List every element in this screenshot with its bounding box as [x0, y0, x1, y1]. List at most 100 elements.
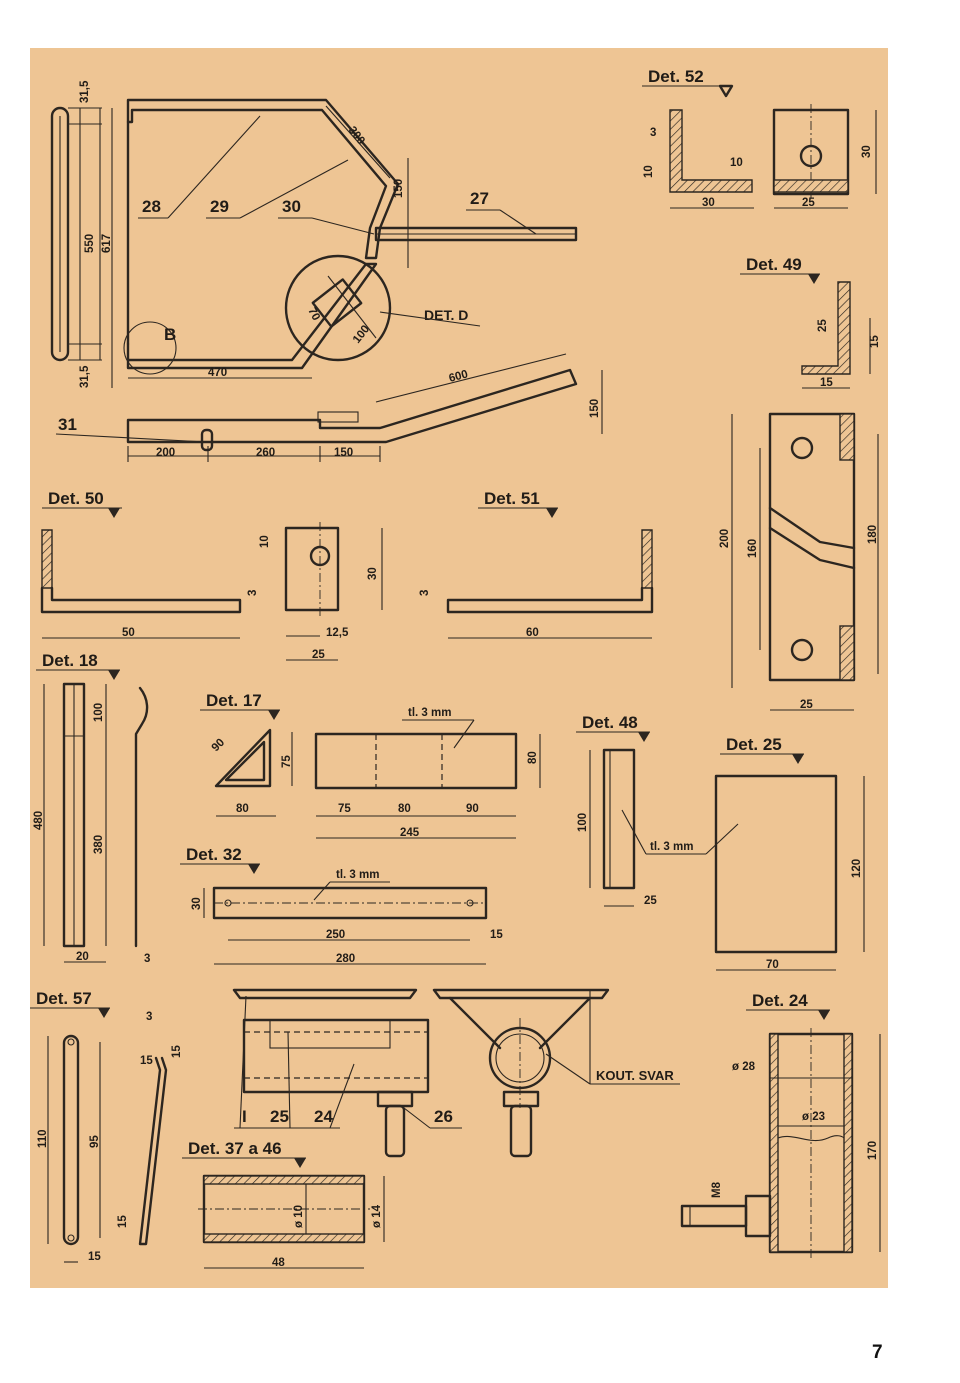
det-37-dim-48: 48 [272, 1257, 285, 1269]
det-32: Det. 32 tl. 3 mm 30 250 15 280 [180, 845, 503, 965]
det-52-dim-10b: 10 [730, 157, 743, 169]
det-52-dim-3: 3 [650, 127, 656, 139]
det-25-dim-70: 70 [766, 959, 779, 971]
det-32-dim-280: 280 [336, 953, 355, 965]
det-57-dim-15c: 15 [117, 1215, 129, 1228]
det-37-a-46: Det. 37 a 46 ø 10 ø 14 48 [182, 1139, 385, 1269]
det-32-dim-15: 15 [490, 929, 503, 941]
part-label-26: 26 [434, 1107, 453, 1126]
det-18-dim-100: 100 [93, 703, 105, 722]
det-37-a-46-title: Det. 37 a 46 [188, 1139, 282, 1158]
det-17-dim-80b: 80 [398, 803, 411, 815]
det-24-dim-28: ø 28 [732, 1061, 756, 1073]
drawing-sheet: 31,5 550 617 31,5 470 300 150 70 100 28 … [30, 48, 888, 1288]
dim-600: 600 [448, 368, 470, 385]
dim-150-rise: 150 [589, 399, 601, 418]
frame-assembly: 31,5 550 617 31,5 470 300 150 70 100 28 … [50, 80, 603, 462]
det-57-dim-15a: 15 [140, 1055, 153, 1067]
det-49-dim-25a: 25 [817, 319, 829, 332]
dim-100: 100 [351, 323, 372, 346]
dim-150-bar: 150 [334, 447, 353, 459]
dim-260: 260 [256, 447, 275, 459]
det-17-dim-80: 80 [236, 803, 249, 815]
detail-d-label: DET. D [424, 307, 468, 323]
detail-d-circle [284, 254, 392, 362]
det-48-title: Det. 48 [582, 713, 638, 732]
kout-svar-label: KOUT. SVAR [596, 1068, 674, 1083]
technical-drawing: 31,5 550 617 31,5 470 300 150 70 100 28 … [30, 67, 881, 1269]
det-24-dim-23: ø 23 [802, 1111, 825, 1123]
dim-200-bar: 200 [156, 447, 175, 459]
det-50-dim-30: 30 [367, 567, 379, 580]
det-50-dim-3: 3 [247, 590, 259, 596]
det-18-dim-3: 3 [144, 953, 150, 965]
det-57-dim-95: 95 [89, 1135, 101, 1148]
det-51-dim-3: 3 [419, 590, 431, 596]
det-49: Det. 49 15 25 15 200 160 180 25 [719, 255, 881, 711]
dim-550: 550 [84, 234, 96, 253]
det-17-title: Det. 17 [206, 691, 262, 710]
det-48: Det. 48 100 25 tl. 3 mm [576, 713, 739, 907]
dim-31-5-top: 31,5 [79, 80, 91, 103]
det-17-dim-80c: 80 [527, 751, 539, 764]
det-49-dim-200: 200 [719, 529, 731, 548]
det-32-dim-30: 30 [191, 897, 203, 910]
det-32-thickness: tl. 3 mm [336, 869, 379, 881]
det-32-dim-250: 250 [326, 929, 345, 941]
part-label-28: 28 [142, 197, 161, 216]
det-24-dim-170: 170 [867, 1141, 879, 1160]
dim-470: 470 [208, 367, 227, 379]
det-49-dim-15b: 15 [869, 335, 881, 348]
det-49-dim-25b: 25 [800, 699, 813, 711]
det-52: Det. 52 30 3 10 10 25 30 [642, 67, 877, 209]
det-17-dim-75: 75 [281, 755, 293, 768]
det-51-title: Det. 51 [484, 489, 540, 508]
dim-150-frame: 150 [393, 179, 405, 198]
det-24-title: Det. 24 [752, 991, 808, 1010]
dim-31-5-bottom: 31,5 [79, 365, 91, 388]
det-52-dim-30b: 30 [861, 145, 873, 158]
part-label-I: I [242, 1107, 247, 1126]
det-17-dim-90b: 90 [466, 803, 479, 815]
det-17: Det. 17 90 75 80 tl. 3 mm 80 75 80 90 24… [200, 691, 541, 839]
part-label-29: 29 [210, 197, 229, 216]
frame-side-bar [50, 106, 70, 362]
det-18: Det. 18 480 100 380 20 3 [33, 651, 150, 965]
det-49-dim-180: 180 [867, 525, 879, 544]
part-label-b: B [164, 325, 176, 344]
det-50-dim-25: 25 [312, 649, 325, 661]
det-52-title: Det. 52 [648, 67, 704, 86]
det-17-dim-75b: 75 [338, 803, 351, 815]
det-50-dim-50: 50 [122, 627, 135, 639]
frame-top-view [126, 98, 400, 260]
det-52-dim-30a: 30 [702, 197, 715, 209]
det-48-thickness: tl. 3 mm [650, 841, 693, 853]
det-49-title: Det. 49 [746, 255, 802, 274]
det-17-thickness: tl. 3 mm [408, 707, 451, 719]
dim-617: 617 [101, 234, 113, 253]
det-49-dim-160: 160 [747, 539, 759, 558]
dim-70: 70 [305, 306, 322, 323]
det-51: Det. 51 60 3 [419, 489, 654, 639]
det-48-dim-25: 25 [644, 895, 657, 907]
part-label-27: 27 [470, 189, 489, 208]
det-50-title: Det. 50 [48, 489, 104, 508]
det-57-dim-110: 110 [37, 1129, 49, 1148]
det-51-dim-60: 60 [526, 627, 539, 639]
frame-lower-bar [126, 368, 578, 444]
det-57-dim-15b: 15 [171, 1045, 183, 1058]
det-50-dim-10: 10 [259, 535, 271, 548]
det-48-dim-100: 100 [577, 813, 589, 832]
det-57: Det. 57 110 95 15 3 15 15 15 [30, 989, 183, 1263]
det-17-dim-90: 90 [210, 737, 228, 755]
clamp-assembly: I 25 24 26 KOUT. SVAR [232, 988, 680, 1158]
det-18-dim-480: 480 [33, 811, 45, 830]
part-label-30: 30 [282, 197, 301, 216]
det-52-dim-25: 25 [802, 197, 815, 209]
det-18-title: Det. 18 [42, 651, 98, 670]
det-57-dim-15d: 15 [88, 1251, 101, 1263]
part-label-25: 25 [270, 1107, 289, 1126]
part-label-31: 31 [58, 415, 77, 434]
det-17-dim-245: 245 [400, 827, 420, 839]
det-18-dim-380: 380 [93, 835, 105, 854]
